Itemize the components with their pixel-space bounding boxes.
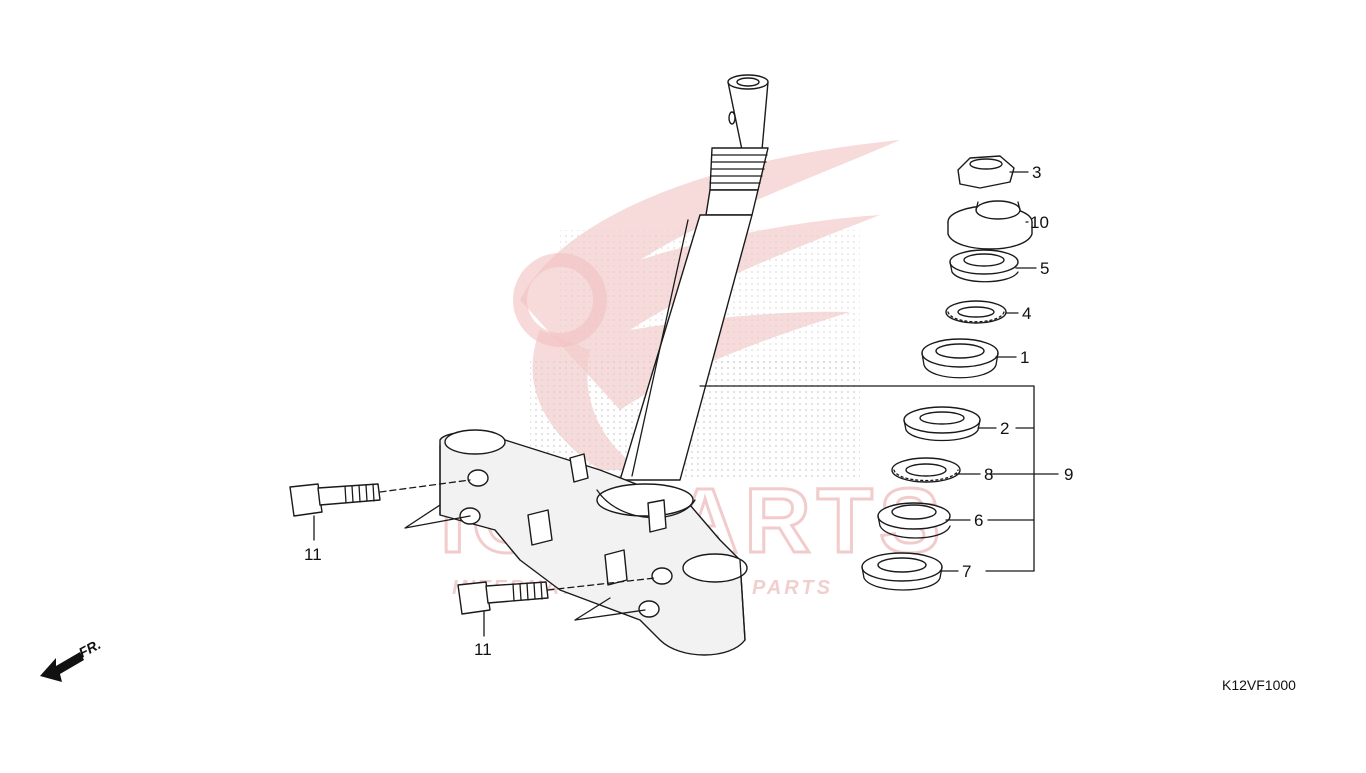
ball-race-8 [891,457,961,483]
bottom-bridge [439,429,748,656]
callout-5: 5 [1040,259,1049,278]
callout-3: 3 [1032,163,1041,182]
leader-lines [313,171,1059,637]
steering-stem [619,74,769,481]
dust-seal-7 [861,552,943,591]
callout-2: 2 [1000,419,1009,438]
callout-7: 7 [962,562,971,581]
callout-9: 9 [1064,465,1073,484]
callout-10: 10 [1030,213,1049,232]
callout-1: 1 [1020,348,1029,367]
lock-nut-10 [947,200,1033,250]
callout-8: 8 [984,465,993,484]
ball-race-4 [945,300,1007,324]
race-1 [921,338,999,379]
bolt-upper [289,479,471,529]
callout-11-upper: 11 [304,545,322,564]
callout-6: 6 [974,511,983,530]
callout-11-lower: 11 [474,640,492,659]
diagram-code: K12VF1000 [1222,677,1296,693]
bolt-lower [457,577,656,621]
nut-3 [957,155,1015,189]
bearing-cone-6 [877,502,951,539]
front-direction-arrow-icon [40,652,84,682]
race-2 [903,406,981,442]
bearing-cone-5 [949,249,1019,283]
callout-4: 4 [1022,304,1031,323]
